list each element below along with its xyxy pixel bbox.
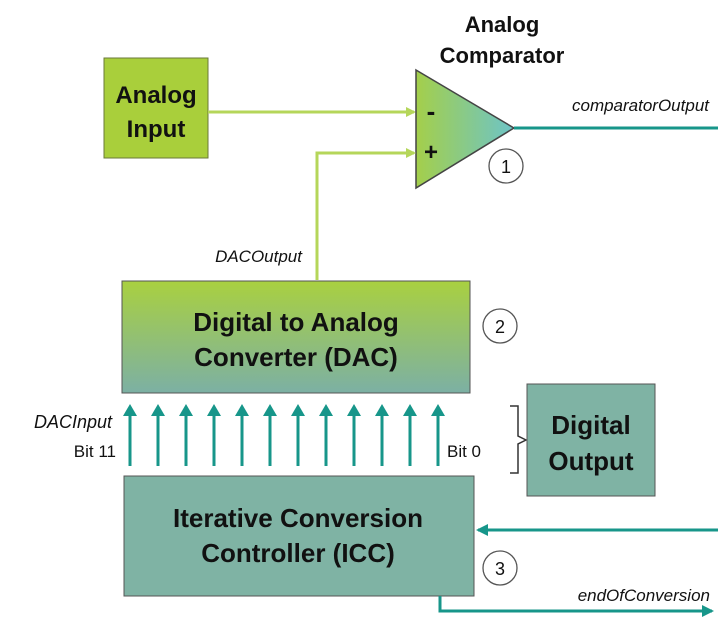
icc-line1: Iterative Conversion [173, 503, 423, 533]
icc-box [123, 475, 475, 597]
dac-input-label: DACInput [34, 412, 113, 432]
analog-input-line1: Analog [115, 82, 196, 109]
marker-1 [488, 148, 524, 184]
comparator-plus: + [424, 139, 438, 166]
dac-output-path [315, 148, 416, 280]
comparator-output-label: comparatorOutput [572, 96, 710, 115]
dac-bit-arrow [403, 404, 417, 466]
dac-bit-arrow [319, 404, 333, 466]
comparator-minus: - [427, 96, 436, 126]
dac-line1: Digital to Analog [193, 307, 399, 337]
comparator-title-line2: Comparator [440, 43, 565, 68]
comparator-triangle [415, 68, 516, 190]
dac-bit-arrow [347, 404, 361, 466]
dac-bit-arrow [431, 404, 445, 466]
dac-bit-arrow [375, 404, 389, 466]
dac-bit-arrow [179, 404, 193, 466]
analog-input-box [103, 57, 209, 159]
dac-bit-arrow [235, 404, 249, 466]
marker-3-label: 3 [495, 559, 505, 579]
marker-1-label: 1 [501, 157, 511, 177]
dac-msb-label: Bit 11 [74, 442, 116, 461]
dac-bit-arrow [207, 404, 221, 466]
analog-input-line2: Input [127, 116, 186, 143]
dac-line2: Converter (DAC) [194, 342, 398, 372]
marker-2 [482, 308, 518, 344]
icc-line2: Controller (ICC) [201, 538, 395, 568]
dac-bit-arrow [123, 404, 137, 466]
digital-output-line1: Digital [551, 410, 630, 440]
dac-input-bit-arrows [123, 404, 445, 466]
digital-output-bracket [510, 405, 528, 474]
end-of-conversion-label: endOfConversion [578, 586, 710, 605]
dac-bit-arrow [151, 404, 165, 466]
comparator-title-line1: Analog [465, 12, 540, 37]
dac-box [121, 280, 471, 394]
digital-output-box [526, 383, 656, 497]
marker-3 [482, 550, 518, 586]
dac-lsb-label: Bit 0 [447, 442, 481, 461]
marker-2-label: 2 [495, 317, 505, 337]
dac-bit-arrow [263, 404, 277, 466]
digital-output-line2: Output [548, 446, 634, 476]
dac-output-label: DACOutput [215, 247, 303, 266]
end-of-conversion-arrow [438, 596, 714, 617]
dac-bit-arrow [291, 404, 305, 466]
